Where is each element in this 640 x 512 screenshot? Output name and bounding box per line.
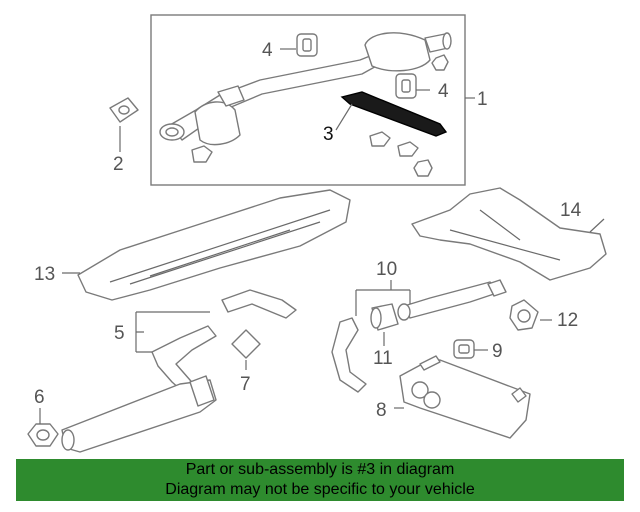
callout-7: 7	[240, 374, 251, 395]
callout-3: 3	[323, 124, 334, 145]
tailpipe-part-10[interactable]	[397, 279, 507, 321]
muffler-part-8[interactable]	[399, 355, 531, 439]
mount-part-4-right[interactable]	[395, 73, 417, 99]
clamp-part-11[interactable]	[370, 303, 399, 331]
callout-6: 6	[34, 387, 45, 408]
callout-1: 1	[477, 89, 488, 110]
assembly-box	[150, 14, 466, 186]
catalytic-converter-pipe[interactable]	[159, 32, 452, 146]
isolator-part-9[interactable]	[453, 339, 475, 359]
callout-9: 9	[492, 341, 503, 362]
callout-13: 13	[34, 264, 55, 285]
gasket-part-7[interactable]	[231, 329, 261, 359]
gasket-part-6[interactable]	[27, 423, 59, 447]
callout-10: 10	[376, 259, 397, 280]
callout-14: 14	[560, 200, 582, 221]
banner-line-1: Part or sub-assembly is #3 in diagram	[185, 461, 455, 478]
nut-parts[interactable]	[191, 54, 449, 177]
hanger-part-12[interactable]	[509, 299, 539, 331]
callout-5: 5	[114, 323, 125, 344]
callout-11: 11	[373, 348, 393, 369]
callout-8: 8	[376, 400, 387, 421]
heat-shield-part-3[interactable]	[340, 91, 448, 137]
resonator-muffler[interactable]	[61, 375, 217, 453]
pipe-part-5[interactable]	[151, 289, 297, 399]
callout-4-top: 4	[262, 40, 273, 61]
callout-12: 12	[557, 310, 578, 331]
gasket-part-2[interactable]	[109, 97, 139, 123]
info-banner: Part or sub-assembly is #3 in diagram Di…	[16, 459, 624, 501]
callout-4-right: 4	[438, 81, 449, 102]
hose-part-10-left[interactable]	[331, 317, 367, 393]
heat-shield-part-13[interactable]	[77, 189, 351, 301]
banner-line-2: Diagram may not be specific to your vehi…	[165, 481, 475, 498]
crossmember-part-14[interactable]	[411, 187, 607, 281]
leader-lines	[39, 48, 605, 424]
mount-part-4-top[interactable]	[296, 33, 318, 57]
callout-2: 2	[113, 154, 124, 175]
